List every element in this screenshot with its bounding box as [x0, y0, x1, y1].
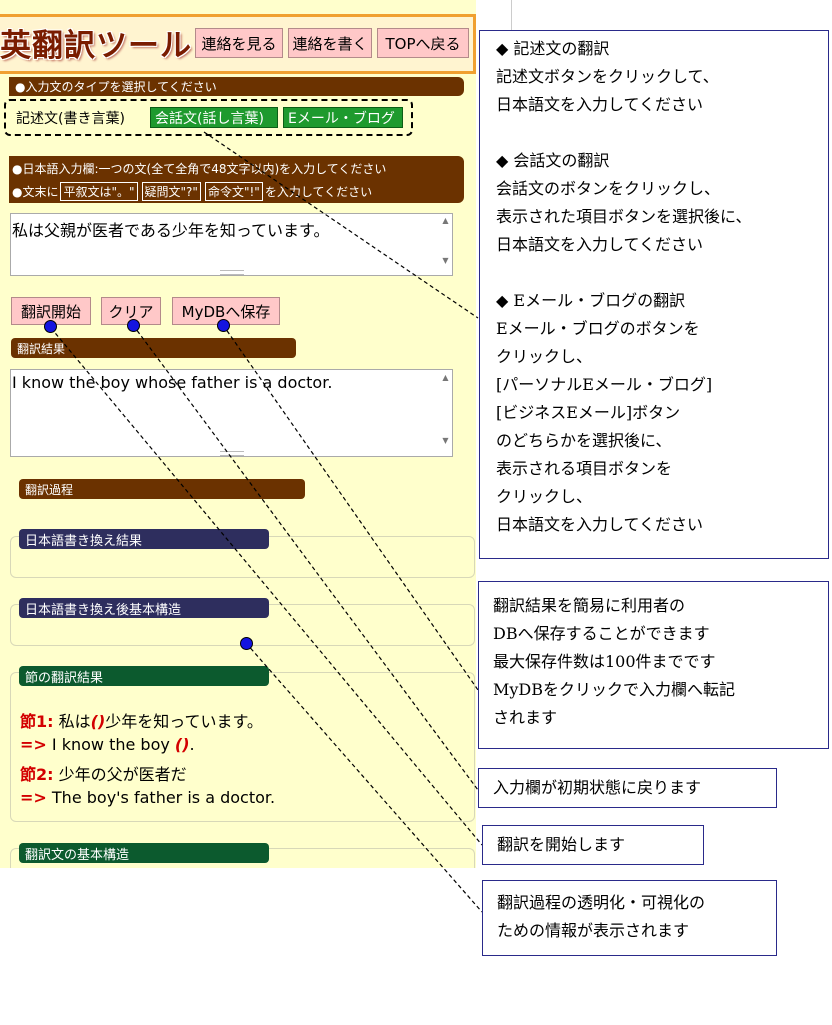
view-messages-button[interactable]: 連絡を見る	[195, 28, 283, 58]
clause-text: 少年の父が医者だ	[53, 765, 187, 784]
callout-line: クリックし、	[496, 487, 593, 506]
callout-line: 翻訳過程の透明化・可視化の	[497, 893, 706, 912]
input-instructions	[9, 156, 464, 203]
process-marker-dot	[240, 637, 253, 650]
clause-label: =>	[20, 735, 47, 754]
instruction-suffix: を入力してください	[264, 185, 373, 199]
scroll-down-icon[interactable]: ▼	[442, 436, 449, 445]
callout-line	[496, 259, 828, 287]
callout-line: ための情報が表示されます	[497, 921, 690, 940]
callout-line: Eメール・ブログのボタンを	[496, 319, 700, 338]
process-label: 翻訳過程	[19, 479, 305, 499]
write-message-button[interactable]: 連絡を書く	[288, 28, 372, 58]
japanese-input-field[interactable]	[10, 213, 453, 276]
type-leader-line	[203, 131, 479, 319]
clause-blank: ()	[174, 735, 190, 754]
clause-text: I know the boy	[46, 735, 175, 754]
clause-label: 節1:	[20, 712, 54, 731]
divider	[511, 0, 512, 30]
callout-line: 表示された項目ボタンを選択後に、	[496, 207, 752, 226]
scroll-up-icon[interactable]: ▲	[442, 216, 449, 225]
written-text-button[interactable]: 記述文(書き言葉)	[16, 110, 125, 127]
clause-translation-label: 節の翻訳結果	[19, 666, 269, 686]
mydb-help-callout: 翻訳結果を簡易に利用者の DBへ保存することができます 最大保存件数は100件ま…	[478, 581, 829, 749]
callout-line: 表示される項目ボタンを	[496, 459, 673, 478]
callout-line: 最大保存件数は100件までです	[493, 652, 716, 671]
clause-text: 私は	[53, 712, 91, 731]
rewrite-structure-label: 日本語書き換え後基本構造	[19, 598, 269, 618]
input-instruction-line: ●日本語入力欄:一つの文(全て全角で48文字以内)を入力してください	[12, 162, 387, 176]
mydb-leader-line	[222, 324, 479, 691]
callout-line	[496, 119, 828, 147]
clause-text: .	[189, 735, 195, 754]
target-structure-label: 翻訳文の基本構造	[19, 843, 269, 863]
callout-line: 会話文のボタンをクリックし、	[496, 179, 721, 198]
callout-line: DBへ保存することができます	[493, 624, 710, 643]
clear-help-callout: 入力欄が初期状態に戻ります	[478, 768, 777, 808]
input-type-group	[4, 99, 413, 136]
callout-line: のどちらかを選択後に、	[496, 431, 672, 450]
translation-result-field[interactable]	[10, 369, 453, 457]
clause-translation-box	[10, 672, 475, 822]
callout-line: されます	[493, 708, 558, 727]
result-label: 翻訳結果	[11, 338, 296, 358]
start-leader-line	[50, 327, 483, 846]
email-blog-button[interactable]: Eメール・ブログ	[283, 107, 403, 128]
callout-line: クリックし、	[496, 347, 593, 366]
question-chip: 疑問文"?"	[141, 182, 201, 201]
imperative-chip: 命令文"!"	[204, 182, 263, 201]
callout-line: ◆ 記述文の翻訳	[496, 39, 610, 58]
callout-line: ◆ Eメール・ブログの翻訳	[496, 291, 686, 310]
callout-line: ◆ 会話文の翻訳	[496, 151, 610, 170]
clause-text: 少年を知っています。	[105, 712, 263, 731]
resize-grip-icon[interactable]	[220, 451, 244, 456]
scroll-down-icon[interactable]: ▼	[442, 256, 449, 265]
back-to-top-button[interactable]: TOPへ戻る	[377, 28, 469, 58]
callout-line: 日本語文を入力してください	[496, 235, 704, 254]
sentence-end-instruction: ●文末に 平叙文は"。" 疑問文"?" 命令文"!" を入力してください	[12, 182, 372, 201]
conversation-button[interactable]: 会話文(話し言葉)	[150, 107, 278, 128]
callout-line: 日本語文を入力してください	[496, 515, 704, 534]
callout-line: 記述文ボタンをクリックして、	[496, 67, 719, 86]
clause-line: 節1: 私は()少年を知っています。	[20, 708, 263, 732]
japanese-input-value: 私は父親が医者である少年を知っています。	[12, 221, 330, 240]
clear-leader-line	[132, 324, 479, 791]
callout-line: 日本語文を入力してください	[496, 95, 704, 114]
declarative-chip: 平叙文は"。"	[60, 182, 138, 201]
process-help-callout: 翻訳過程の透明化・可視化の ための情報が表示されます	[482, 880, 777, 956]
clear-marker-dot	[127, 319, 140, 332]
clause-line: => The boy's father is a doctor.	[20, 788, 275, 807]
callout-line: MyDBをクリックで入力欄へ転記	[493, 680, 736, 699]
clause-line: 節2: 少年の父が医者だ	[20, 761, 187, 785]
clause-line: => I know the boy ().	[20, 735, 195, 754]
instruction-prefix: ●文末に	[12, 185, 59, 199]
clause-label: 節2:	[20, 765, 54, 784]
clause-blank: ()	[90, 712, 106, 731]
scroll-up-icon[interactable]: ▲	[442, 373, 449, 382]
start-marker-dot	[44, 320, 57, 333]
input-type-prompt: ●入力文のタイプを選択してください	[9, 77, 464, 96]
app-title: 英翻訳ツール	[0, 28, 192, 64]
rewrite-result-label: 日本語書き換え結果	[19, 529, 269, 549]
mydb-marker-dot	[217, 319, 230, 332]
clause-text: The boy's father is a doctor.	[46, 788, 276, 807]
start-help-callout: 翻訳を開始します	[482, 825, 704, 865]
process-leader-line	[245, 642, 483, 913]
resize-grip-icon[interactable]	[220, 270, 244, 275]
callout-line: 翻訳結果を簡易に利用者の	[493, 596, 686, 615]
callout-line: [パーソナルEメール・ブログ]	[496, 375, 713, 394]
callout-line: [ビジネスEメール]ボタン	[496, 403, 681, 422]
clause-label: =>	[20, 788, 47, 807]
input-type-help-callout: ◆ 記述文の翻訳 記述文ボタンをクリックして、 日本語文を入力してください ◆ …	[479, 30, 829, 559]
